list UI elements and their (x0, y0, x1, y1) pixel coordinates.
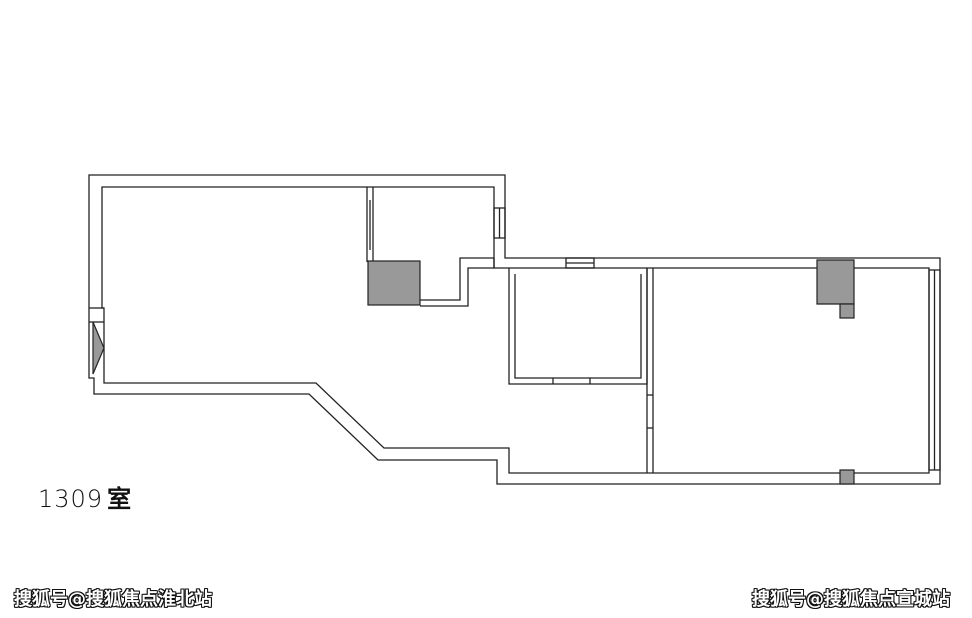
room-suffix: 室 (107, 485, 133, 513)
watermark-left: 搜狐号@搜狐焦点淮北站 (14, 589, 212, 610)
outer-wall (88, 174, 941, 485)
column-bottom (839, 469, 855, 485)
column-right-stub (839, 303, 855, 319)
watermark-right: 搜狐号@搜狐焦点宣城站 (752, 589, 950, 610)
middle-room (508, 268, 648, 385)
door-wedge (92, 321, 105, 375)
column-right (816, 259, 855, 305)
room-number: 1309 (38, 485, 104, 513)
shaft-upper (367, 260, 421, 306)
